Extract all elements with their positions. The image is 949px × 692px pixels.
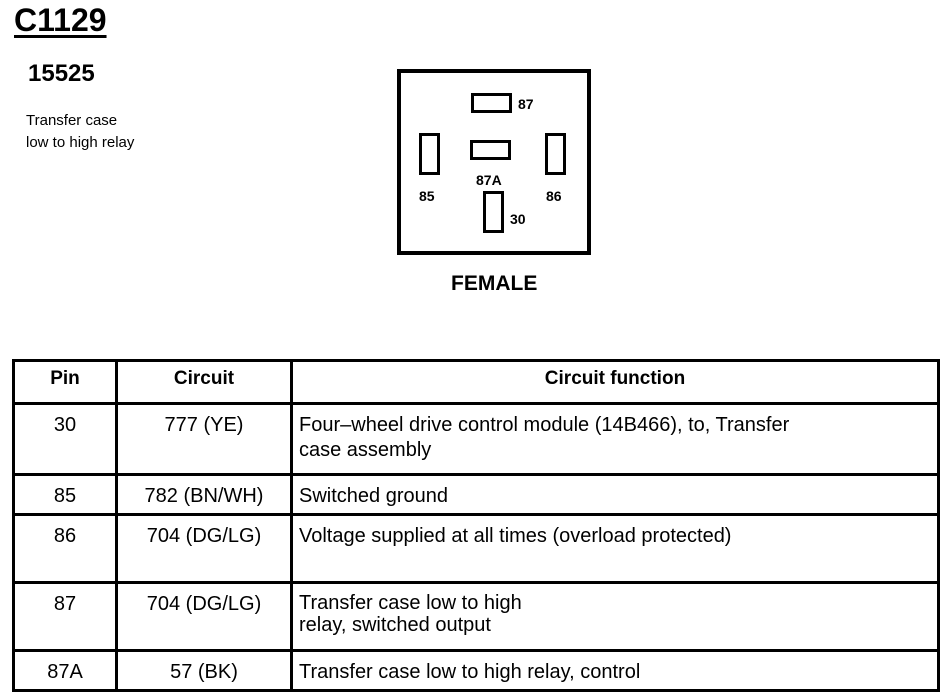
function-line: Transfer case low to high relay, control [299,661,641,683]
terminal-87a-label: 87A [476,172,502,188]
function-line: case assembly [299,439,432,461]
pin-cell: 87 [12,581,118,652]
pin-table: Pin Circuit Circuit function 30 777 (YE)… [12,359,940,692]
table-row: 86 704 (DG/LG) Voltage supplied at all t… [12,513,940,584]
pin-cell: 85 [12,473,118,516]
function-line: Four–wheel drive control module (14B466)… [299,414,790,436]
terminal-87-slot [471,93,512,113]
table-row: 30 777 (YE) Four–wheel drive control mod… [12,402,940,476]
circuit-cell: 704 (DG/LG) [115,581,293,652]
connector-face-diagram: 87 85 87A 86 30 [397,69,591,255]
function-cell: Four–wheel drive control module (14B466)… [290,402,940,476]
connector-description: Transfer case low to high relay [26,110,134,154]
function-cell: Transfer case low to high relay, control [290,649,940,692]
terminal-86-slot [545,133,566,175]
column-header-circuit: Circuit [115,359,293,405]
function-cell: Voltage supplied at all times (overload … [290,513,940,584]
part-number: 15525 [28,60,95,87]
pin-cell: 86 [12,513,118,584]
description-line: low to high relay [26,134,135,151]
description-line: Transfer case [26,112,118,129]
function-cell: Transfer case low to high relay, switche… [290,581,940,652]
connector-gender: FEMALE [451,272,538,295]
table-row: 87A 57 (BK) Transfer case low to high re… [12,649,940,692]
terminal-87a-slot [470,140,511,160]
terminal-85-slot [419,133,440,175]
pin-cell: 30 [12,402,118,476]
table-header-row: Pin Circuit Circuit function [12,359,940,405]
function-line: Switched ground [299,485,448,507]
terminal-30-label: 30 [510,211,526,227]
circuit-cell: 782 (BN/WH) [115,473,293,516]
circuit-cell: 704 (DG/LG) [115,513,293,584]
terminal-85-label: 85 [419,188,435,204]
function-cell: Switched ground [290,473,940,516]
pin-cell: 87A [12,649,118,692]
terminal-87-label: 87 [518,96,534,112]
table-row: 85 782 (BN/WH) Switched ground [12,473,940,516]
column-header-function: Circuit function [290,359,940,405]
function-line: Voltage supplied at all times (overload … [299,525,732,547]
terminal-86-label: 86 [546,188,562,204]
column-header-pin: Pin [12,359,118,405]
terminal-30-slot [483,191,504,233]
function-line: Transfer case low to high [299,592,522,614]
function-line: relay, switched output [299,614,491,636]
circuit-cell: 57 (BK) [115,649,293,692]
connector-id: C1129 [14,2,107,38]
circuit-cell: 777 (YE) [115,402,293,476]
table-row: 87 704 (DG/LG) Transfer case low to high… [12,581,940,652]
